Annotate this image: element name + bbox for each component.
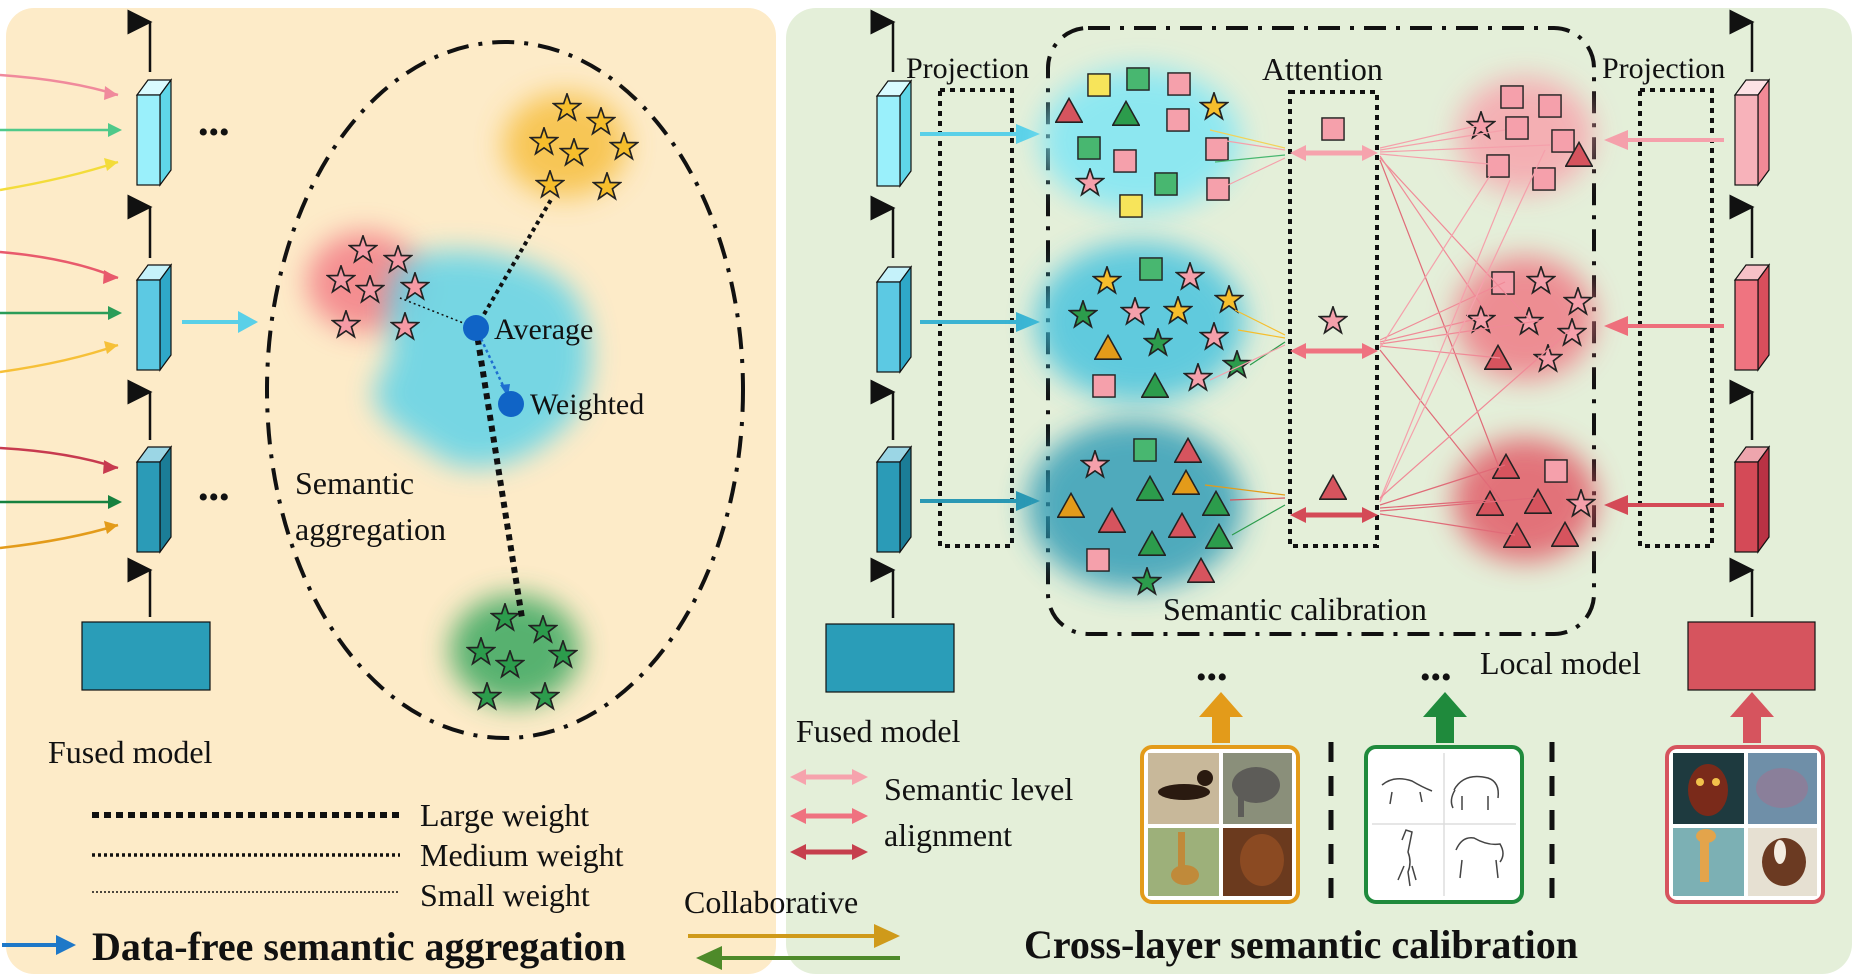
- right-ellipsis-1: •••: [1196, 661, 1228, 694]
- sketch-image-grid: [1364, 745, 1524, 904]
- collaborative-label: Collaborative: [684, 884, 858, 920]
- left-fused-model-label: Fused model: [48, 734, 213, 770]
- projection-box-left: [938, 88, 1014, 548]
- left-panel-bg: [6, 8, 776, 974]
- left-input-arrows: [0, 73, 122, 550]
- local-layer-top: [1733, 78, 1771, 187]
- semantic-aggregation-label-1: Semantic: [295, 465, 414, 501]
- projection-label-right: Projection: [1602, 52, 1725, 85]
- weighted-point: [498, 391, 524, 417]
- left-layer-top: [135, 78, 173, 187]
- weighted-label: Weighted: [530, 388, 644, 421]
- projection-label-left: Projection: [906, 52, 1029, 85]
- upward-arrow-orange: [1199, 692, 1243, 743]
- right-fused-layer-top: [875, 79, 913, 188]
- attention-box: [1046, 26, 1596, 636]
- right-fused-model-block: [825, 623, 955, 693]
- attention-token-square: [1321, 117, 1345, 141]
- legend-medium: Medium weight: [420, 837, 624, 873]
- projection-arrows-left: [920, 124, 1040, 511]
- semantic-aggregation-label-2: aggregation: [295, 511, 446, 547]
- local-model-block: [1687, 621, 1816, 691]
- upward-arrow-green: [1423, 692, 1467, 743]
- left-to-aggregation-arrow: [182, 311, 258, 333]
- semantic-calibration-label: Semantic calibration: [1163, 591, 1427, 627]
- average-point: [463, 315, 489, 341]
- photo-image-grid: [1140, 745, 1300, 904]
- alignment-legend-arrows: [790, 769, 868, 860]
- local-layer-mid: [1733, 263, 1771, 372]
- painting-image-grid: [1665, 745, 1825, 904]
- left-fused-model-block: [81, 621, 211, 691]
- projection-box-right: [1638, 88, 1714, 548]
- average-label: Average: [494, 313, 593, 346]
- local-model-label: Local model: [1480, 645, 1641, 681]
- right-fused-layer-mid: [875, 265, 913, 374]
- image-group-separators: [1328, 742, 1555, 902]
- aggregation-blobs: [307, 93, 627, 705]
- alignment-label-1: Semantic level: [884, 771, 1073, 807]
- right-fused-layer-bottom: [875, 445, 913, 554]
- left-title: Data-free semantic aggregation: [92, 924, 626, 969]
- collaborative-arrows: [688, 924, 900, 970]
- aggregation-ellipse: [265, 40, 745, 740]
- legend-large: Large weight: [420, 797, 589, 833]
- left-ellipsis-bottom: •••: [198, 481, 230, 514]
- right-attention-lines: [1379, 124, 1571, 536]
- upward-arrow-red: [1730, 692, 1774, 743]
- left-ellipsis-top: •••: [198, 116, 230, 149]
- weight-legend: [92, 812, 400, 893]
- attention-label: Attention: [1262, 51, 1383, 87]
- left-title-arrow: [2, 935, 76, 955]
- alignment-double-arrows: [1290, 145, 1378, 523]
- left-layer-mid: [135, 263, 173, 372]
- local-layer-bottom: [1733, 445, 1771, 554]
- alignment-label-2: alignment: [884, 817, 1012, 853]
- left-layer-bottom: [135, 445, 173, 554]
- legend-small: Small weight: [420, 877, 590, 913]
- right-fused-model-label: Fused model: [796, 713, 961, 749]
- right-ellipsis-2: •••: [1420, 661, 1452, 694]
- projection-arrows-right: [1604, 130, 1724, 515]
- attention-center-box: [1288, 90, 1379, 548]
- right-title: Cross-layer semantic calibration: [1024, 922, 1578, 967]
- right-panel-bg: [786, 8, 1852, 974]
- left-attention-arrows: [1204, 129, 1286, 536]
